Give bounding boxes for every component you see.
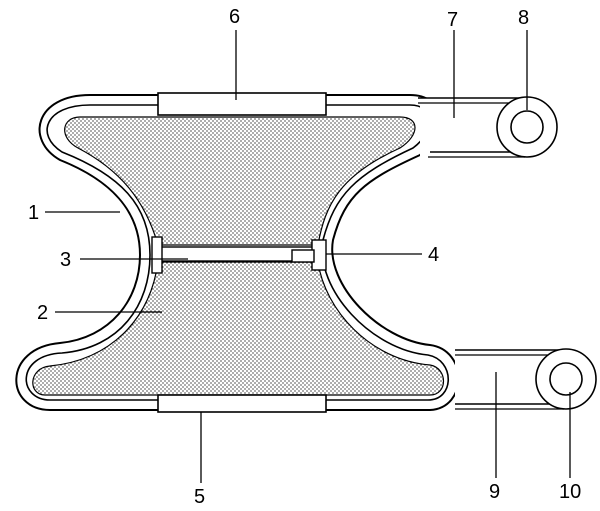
leader-lines <box>45 30 571 483</box>
callout-7: 7 <box>447 9 458 31</box>
callout-6: 6 <box>229 6 240 28</box>
callout-4: 4 <box>428 244 439 266</box>
callout-8: 8 <box>518 7 529 29</box>
callout-1: 1 <box>28 202 39 224</box>
top-strip <box>157 92 327 116</box>
bottom-strip <box>157 394 327 413</box>
callout-3: 3 <box>60 249 71 271</box>
lower-roller-inner <box>549 362 583 396</box>
left-clip <box>151 236 163 274</box>
callout-10: 10 <box>559 481 581 503</box>
upper-roller-inner <box>510 110 544 144</box>
callout-5: 5 <box>194 486 205 508</box>
callout-9: 9 <box>489 481 500 503</box>
buckle-tab <box>291 249 315 263</box>
callout-2: 2 <box>37 302 48 324</box>
